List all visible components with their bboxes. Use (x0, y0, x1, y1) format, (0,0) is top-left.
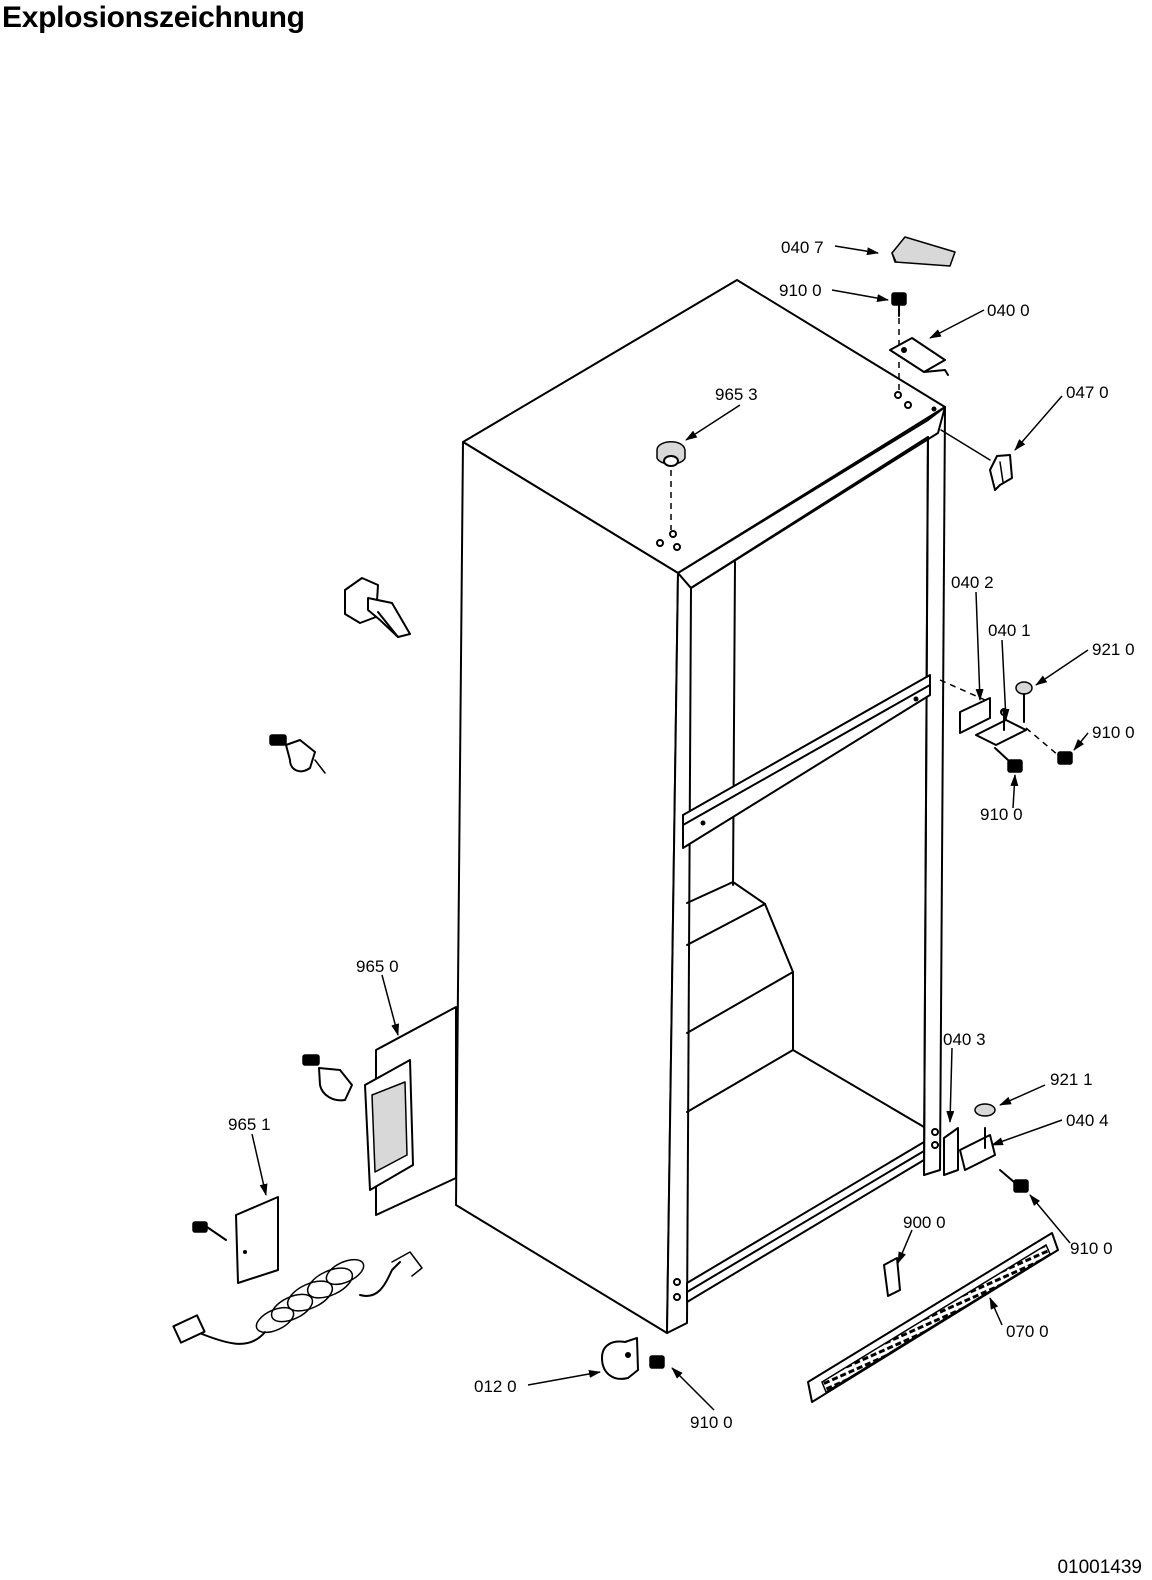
power-cord (172, 1251, 423, 1345)
screw-bottom (649, 1355, 665, 1369)
screw-mid (994, 747, 1023, 773)
hinge-trim-0470 (989, 454, 1013, 491)
cover-plate-9651 (235, 1196, 279, 1284)
document-number: 01001439 (1057, 1557, 1142, 1578)
screw-9651 (192, 1221, 227, 1241)
door-handle-bracket (344, 577, 411, 638)
callout-0402: 040 2 (951, 573, 994, 592)
hinge-cover-0407 (891, 236, 956, 267)
leader-lines (251, 245, 1089, 1411)
callout-9100-top: 910 0 (779, 281, 822, 300)
hinge-bottom-0403 (943, 1127, 959, 1176)
washer-9210 (1015, 681, 1033, 723)
callout-labels: 040 7 910 0 040 0 965 3 047 0 040 2 040 … (228, 238, 1135, 1432)
callout-9100-mid-right: 910 0 (1092, 723, 1135, 742)
callout-0401: 040 1 (988, 621, 1031, 640)
callout-9651: 965 1 (228, 1115, 271, 1134)
callout-0403: 040 3 (943, 1030, 986, 1049)
callout-9100-bottom: 910 0 (690, 1413, 733, 1432)
callout-9211: 921 1 (1050, 1070, 1093, 1089)
top-hinge-0400 (889, 337, 949, 376)
plug-button-9653 (656, 441, 686, 530)
callout-0700: 070 0 (1006, 1322, 1049, 1341)
mullion-bar (682, 674, 931, 849)
screw-mid-right (1025, 727, 1073, 765)
page-title: Explosionszeichnung (2, 1, 305, 34)
cord-clamp-lower (302, 1054, 353, 1102)
hinge-mid-0402 (939, 679, 991, 734)
callout-9100-low-right: 910 0 (1070, 1239, 1113, 1258)
callout-0407: 040 7 (781, 238, 824, 257)
callout-9210: 921 0 (1092, 640, 1135, 659)
callout-9100-mid: 910 0 (980, 805, 1023, 824)
callout-0470: 047 0 (1066, 383, 1109, 402)
callout-9000: 900 0 (903, 1213, 946, 1232)
callout-0120: 012 0 (474, 1377, 517, 1396)
screw-low-right (999, 1169, 1029, 1193)
roller-0120 (601, 1337, 639, 1380)
front-frame-top-rail (677, 406, 946, 589)
callout-0400: 040 0 (987, 301, 1030, 320)
hinge-bottom-0404 (959, 1103, 996, 1171)
callout-9653: 965 3 (715, 385, 758, 404)
cabinet (455, 279, 946, 1334)
callout-0404: 040 4 (1066, 1111, 1109, 1130)
clip-9000 (883, 1257, 901, 1297)
callout-9650: 965 0 (356, 957, 399, 976)
cabinet-left-side (455, 441, 679, 1334)
back-panel-9650 (364, 1006, 457, 1216)
toe-grille-0700 (807, 1232, 1059, 1403)
cord-clamp-upper (269, 734, 326, 774)
